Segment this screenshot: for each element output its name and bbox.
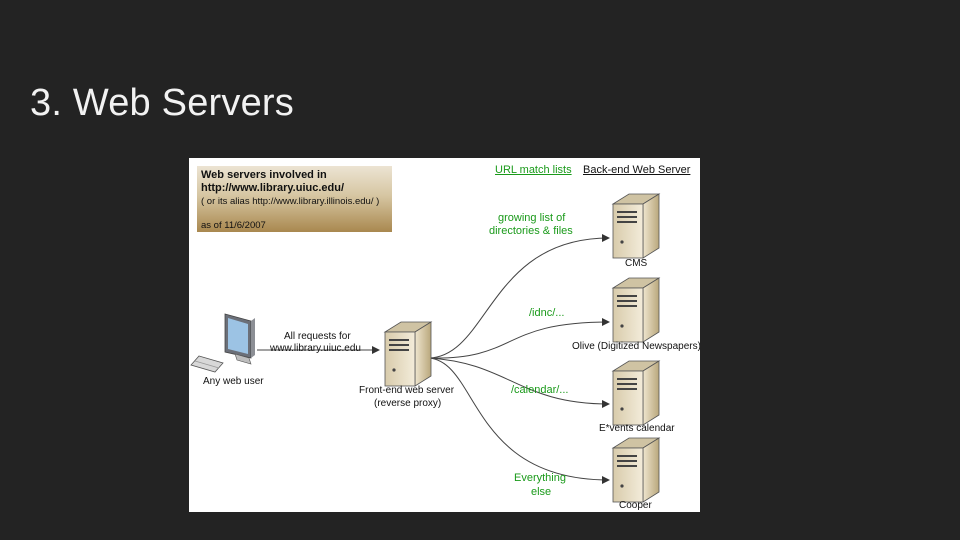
server-icon-events	[612, 360, 660, 426]
connections	[190, 193, 660, 503]
computer-icon	[190, 313, 255, 373]
match-cms-line1: growing list of	[498, 212, 566, 224]
server-label-olive: Olive (Digitized Newspapers)	[572, 341, 700, 352]
route-events-arrow	[428, 357, 610, 408]
match-cms-line2: directories & files	[489, 225, 573, 237]
server-icon-cooper	[612, 437, 660, 503]
server-label-cms: CMS	[625, 258, 648, 269]
server-label-events: E*vents calendar	[599, 423, 675, 434]
route-olive-arrow	[428, 318, 610, 359]
client-label: Any web user	[203, 376, 264, 387]
request-line-1: All requests for	[284, 331, 351, 342]
match-events: /calendar/...	[511, 384, 569, 396]
match-cooper-line1: Everything	[514, 472, 566, 484]
backend-server-header: Back-end Web Server	[583, 164, 691, 176]
slide-title: 3. Web Servers	[30, 82, 294, 124]
server-icon-olive	[612, 277, 660, 343]
note-alias: ( or its alias http://www.library.illino…	[201, 196, 380, 207]
web-servers-diagram: Web servers involved in http://www.libra…	[189, 158, 700, 512]
route-cms-arrow	[428, 234, 610, 359]
route-cooper-arrow	[428, 357, 610, 484]
match-cooper-line2: else	[531, 486, 552, 498]
server-label-cooper: Cooper	[619, 500, 652, 511]
note-date: as of 11/6/2007	[201, 220, 266, 231]
note-url: http://www.library.uiuc.edu/	[201, 182, 345, 194]
match-olive: /idnc/...	[529, 307, 565, 319]
frontend-label-line2: (reverse proxy)	[374, 398, 442, 409]
url-match-lists-header: URL match lists	[495, 164, 572, 176]
request-line-2: www.library.uiuc.edu	[270, 343, 361, 354]
frontend-label-line1: Front-end web server	[359, 385, 455, 396]
note-title: Web servers involved in	[201, 169, 327, 181]
frontend-server-icon	[384, 321, 432, 387]
server-icon-cms	[612, 193, 660, 259]
note-box: Web servers involved in http://www.libra…	[197, 166, 392, 232]
